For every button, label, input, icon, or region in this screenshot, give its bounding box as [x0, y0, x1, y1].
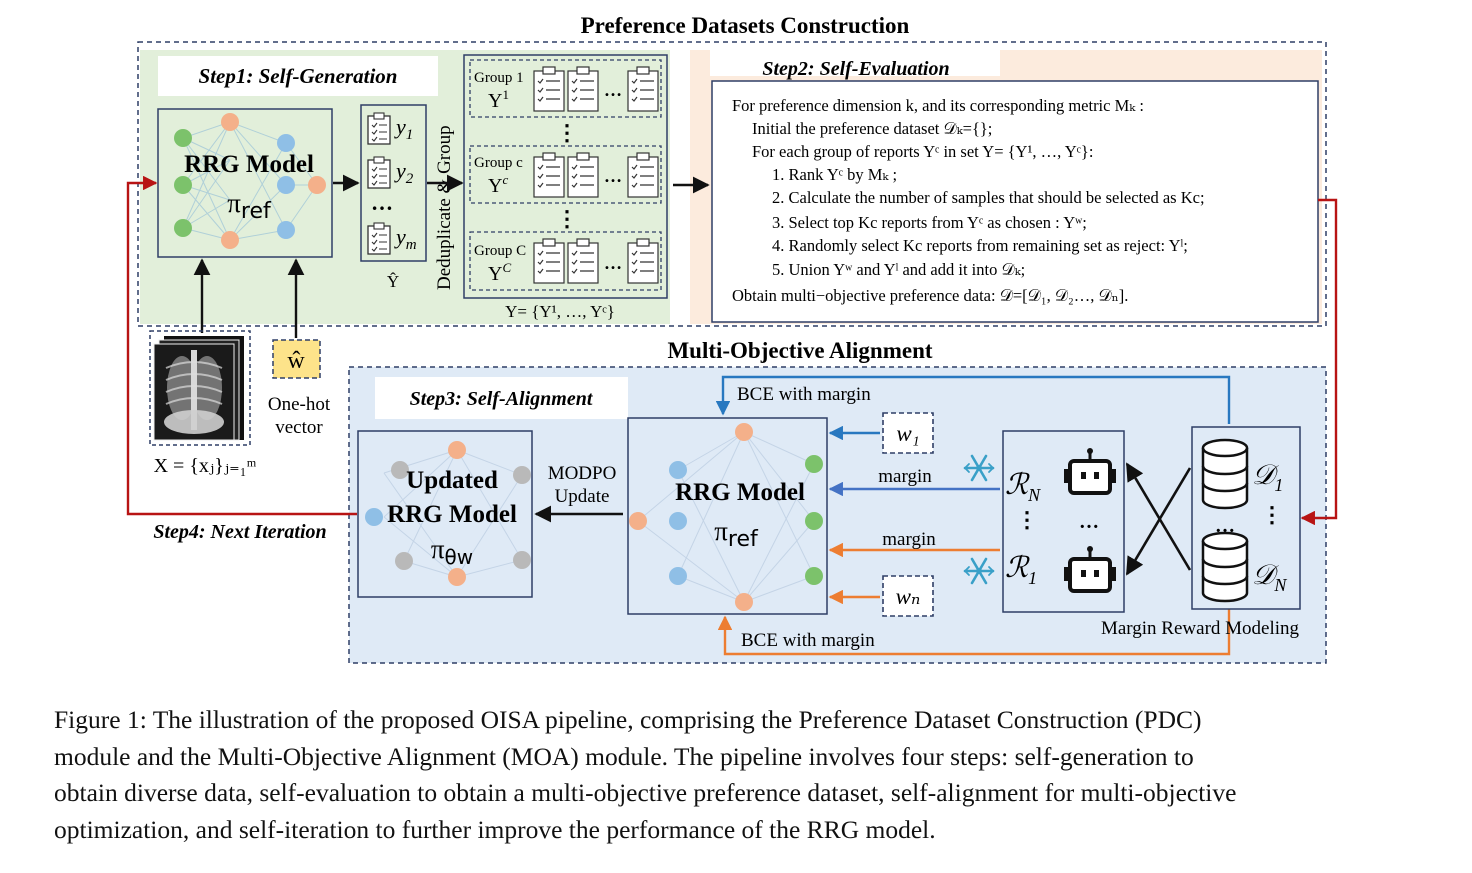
output-y2: y2	[394, 158, 414, 187]
eval-line: 4. Randomly select Kc reports from remai…	[772, 236, 1188, 255]
datasets-cyl-ellipsis: …	[1215, 515, 1235, 537]
step3-label-box	[375, 377, 628, 419]
evaluation-steps: For preference dimension k, and its corr…	[732, 96, 1205, 305]
arrow-next-iteration	[126, 175, 357, 516]
updated-model-line1: Updated	[406, 467, 498, 494]
reward-models-ellipsis: ⋮	[1016, 507, 1038, 532]
eval-line: 5. Union Yʷ and Yˡ and add it into 𝒟ₖ;	[772, 260, 1025, 279]
wN-box	[882, 575, 934, 617]
arrow-evaluation-to-datasets	[1300, 198, 1338, 526]
eval-line: 1. Rank Yᶜ by Mₖ ;	[772, 165, 897, 184]
reward-modeling-caption: Margin Reward Modeling	[1101, 618, 1300, 639]
one-hot-label-1: One-hot	[268, 394, 331, 415]
groups-ellipsis-upper: ⋮	[556, 120, 578, 145]
caption-line: Figure 1: The illustration of the propos…	[54, 705, 1202, 734]
robot-icon	[1064, 448, 1116, 495]
bce-bottom-arrow	[717, 608, 1231, 656]
eval-line: 3. Select top Kc reports from Yᶜ as chos…	[772, 213, 1087, 232]
input-set-label: X = {xⱼ}ⱼ₌₁ᵐ	[154, 455, 257, 477]
robot-ellipsis: …	[1079, 511, 1099, 533]
eval-line: For preference dimension k, and its corr…	[732, 96, 1144, 115]
weight-vector-symbol: ŵ	[287, 348, 305, 374]
rrg-model-step1-policy: πref	[227, 188, 272, 224]
bce-bottom-label: BCE with margin	[741, 630, 875, 651]
output-ellipsis: …	[371, 190, 393, 215]
group-row3-dots: …	[604, 253, 622, 273]
group-reports	[533, 66, 659, 284]
group-1-label: Group 1	[474, 70, 524, 86]
updated-rrg-model	[357, 430, 533, 598]
robot-icon	[1064, 546, 1116, 593]
clipboard-icon	[367, 112, 391, 145]
rrg-model-moa	[627, 417, 828, 615]
modpo-label-1: MODPO	[548, 463, 617, 484]
caption-line: module and the Multi-Objective Alignment…	[54, 741, 1194, 771]
margin-bottom-label: margin	[882, 529, 936, 550]
eval-line: 2. Calculate the number of samples that …	[772, 188, 1205, 207]
cross-arrow-2	[1125, 462, 1192, 571]
modpo-label-2: Update	[555, 486, 610, 507]
group-1-symbol: Y1	[488, 87, 509, 112]
self-evaluation-box	[711, 80, 1319, 323]
moa-title: Multi-Objective Alignment	[667, 338, 932, 363]
group-C-symbol: YC	[488, 260, 511, 285]
datasets-ellipsis: ⋮	[1261, 502, 1283, 527]
database-icon	[1201, 531, 1249, 603]
oisa-pipeline-diagram: Preference Datasets Construction Step1: …	[126, 13, 1338, 664]
rrg-model-step1-name: RRG Model	[184, 151, 314, 178]
wN-label: wₙ	[896, 584, 921, 609]
output-y1: y1	[394, 114, 413, 143]
cross-arrow-1	[1125, 467, 1192, 576]
groups-ellipsis-lower: ⋮	[556, 206, 578, 231]
groups-set-caption: Y= {Y¹, …, Yᶜ}	[505, 302, 615, 321]
caption-line: optimization, and self-iteration to furt…	[54, 814, 936, 844]
reward-model-N: ℛN	[1005, 469, 1041, 505]
group-c-symbol: Yc	[488, 172, 508, 197]
rrg-model-moa-policy: πref	[714, 516, 759, 552]
chest-xray-images	[149, 330, 251, 446]
eval-line: Obtain multi−objective preference data: …	[732, 286, 1128, 305]
pdc-title: Preference Datasets Construction	[581, 13, 910, 38]
output-ym: ym	[394, 224, 417, 253]
caption-line: obtain diverse data, self-evaluation to …	[54, 778, 1237, 807]
bce-top-arrow	[715, 375, 1231, 424]
eval-line: Initial the preference dataset 𝒟ₖ={};	[752, 119, 992, 138]
snowflake-icon	[963, 557, 995, 585]
updated-model-policy: πθw	[431, 534, 473, 569]
weight-vector-box	[272, 339, 321, 379]
group-c-label: Group c	[474, 155, 523, 171]
outputs-set-label: Ŷ	[387, 272, 399, 291]
group-row1-dots: …	[604, 80, 622, 100]
step2-label: Step2: Self-Evaluation	[762, 58, 949, 80]
deduplicate-group-label: Deduplicate & Group	[434, 125, 455, 290]
step1-label-box	[158, 56, 438, 96]
eval-line: For each group of reports Yᶜ in set Y= {…	[752, 142, 1093, 161]
rrg-model-step1	[157, 108, 333, 258]
step3-label: Step3: Self-Alignment	[410, 388, 594, 410]
step4-label: Step4: Next Iteration	[153, 521, 326, 543]
w1-box	[882, 412, 934, 454]
reward-model-1: ℛ1	[1005, 552, 1037, 588]
bce-top-label: BCE with margin	[737, 384, 871, 405]
rrg-model-moa-name: RRG Model	[675, 479, 805, 506]
group-row2-dots: …	[604, 166, 622, 186]
margin-top-label: margin	[878, 466, 932, 487]
group-C-label: Group C	[474, 243, 526, 259]
database-icon	[1201, 438, 1249, 510]
updated-model-line2: RRG Model	[387, 501, 517, 528]
step1-label: Step1: Self-Generation	[199, 64, 398, 88]
figure-caption: Figure 1: The illustration of the propos…	[54, 702, 1424, 848]
one-hot-label-2: vector	[275, 417, 323, 438]
clipboard-icon	[367, 156, 391, 189]
snowflake-icon	[963, 454, 995, 482]
w1-label: w₁	[896, 421, 919, 446]
clipboard-icon	[367, 222, 391, 255]
